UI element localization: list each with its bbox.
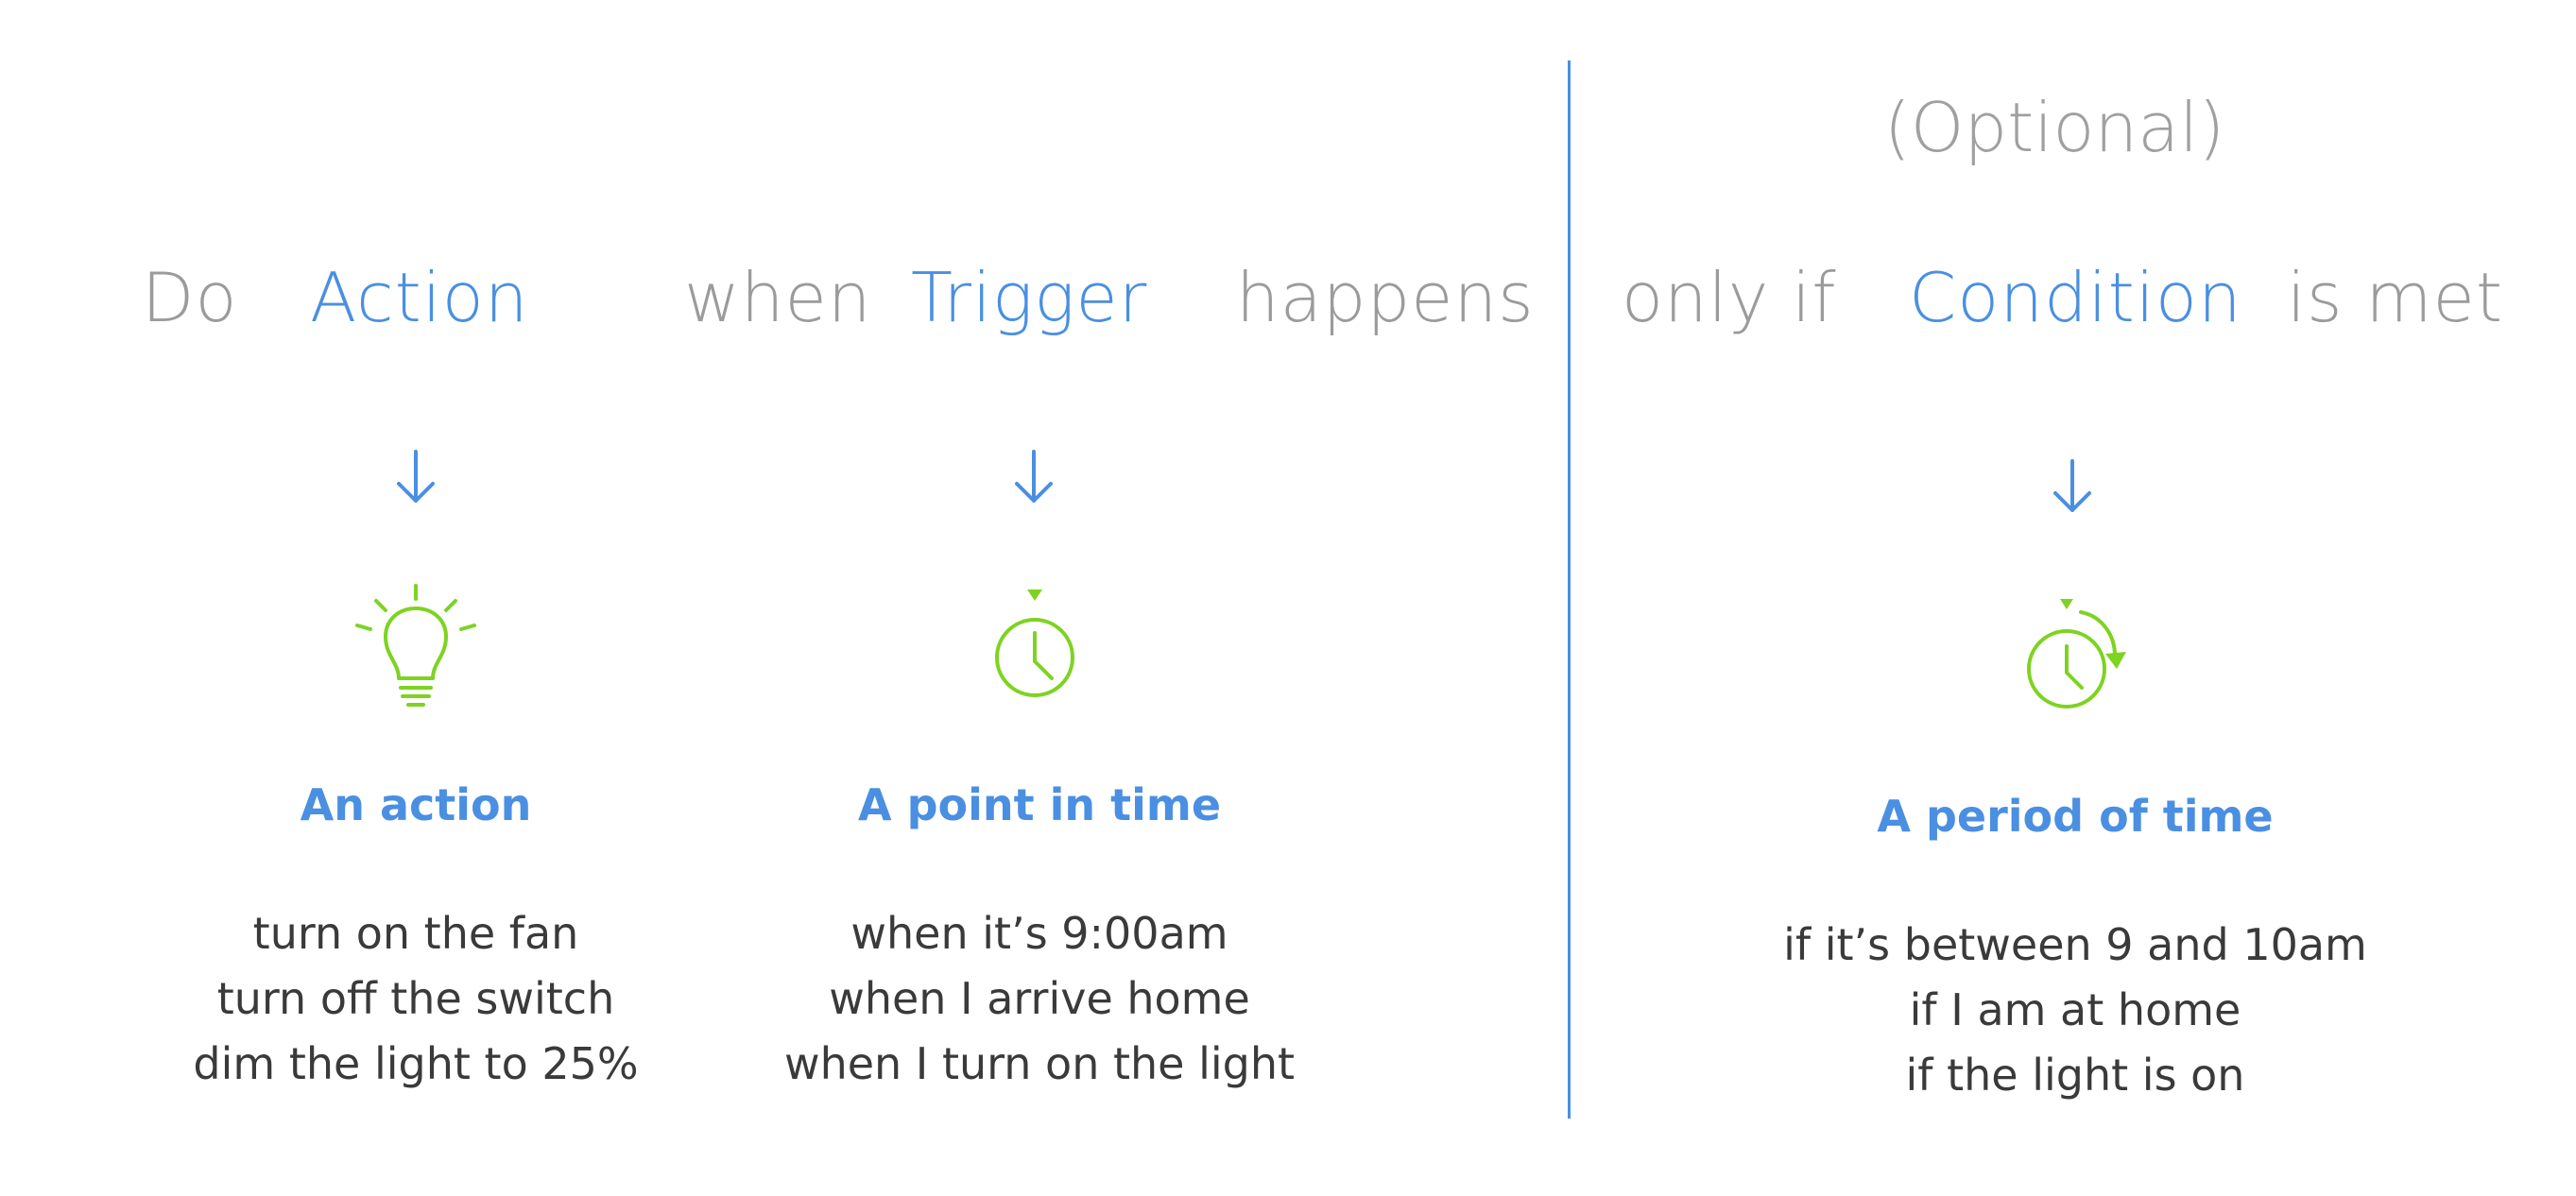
headline-condition: Condition (1909, 258, 2242, 337)
headline-only-if: only if (1622, 258, 1837, 337)
list-item: when I turn on the light (783, 1038, 1296, 1089)
clock-icon (995, 589, 1074, 697)
headline-action: Action (310, 258, 529, 337)
headline-happens: happens (1236, 258, 1535, 337)
headline-trigger: Trigger (911, 258, 1148, 337)
trigger-title: A point in time (857, 779, 1222, 830)
section-divider (1568, 60, 1571, 1119)
list-item: if the light is on (1905, 1050, 2245, 1101)
lightbulb-icon (355, 584, 476, 707)
list-item: turn on the fan (252, 908, 579, 959)
list-item: if it’s between 9 and 10am (1783, 919, 2367, 970)
clock-period-icon (2027, 599, 2126, 709)
headline-is-met: is met (2287, 258, 2504, 337)
list-item: when it’s 9:00am (850, 908, 1228, 959)
list-item: if I am at home (1909, 984, 2241, 1035)
list-item: dim the light to 25% (193, 1038, 639, 1089)
condition-examples: if it’s between 9 and 10am if I am at ho… (1783, 913, 2367, 1108)
list-item: when I arrive home (829, 973, 1250, 1024)
optional-label: (Optional) (1883, 88, 2225, 167)
arrow-down-icon (2053, 459, 2091, 512)
headline-do: Do (142, 258, 238, 337)
action-title: An action (300, 779, 532, 830)
list-item: turn off the switch (216, 973, 615, 1024)
condition-title: A period of time (1877, 791, 2274, 842)
arrow-down-icon (1015, 450, 1053, 503)
trigger-examples: when it’s 9:00am when I arrive home when… (784, 901, 1295, 1097)
arrow-down-icon (397, 450, 435, 503)
action-examples: turn on the fan turn off the switch dim … (193, 901, 638, 1097)
headline-when: when (684, 258, 872, 337)
